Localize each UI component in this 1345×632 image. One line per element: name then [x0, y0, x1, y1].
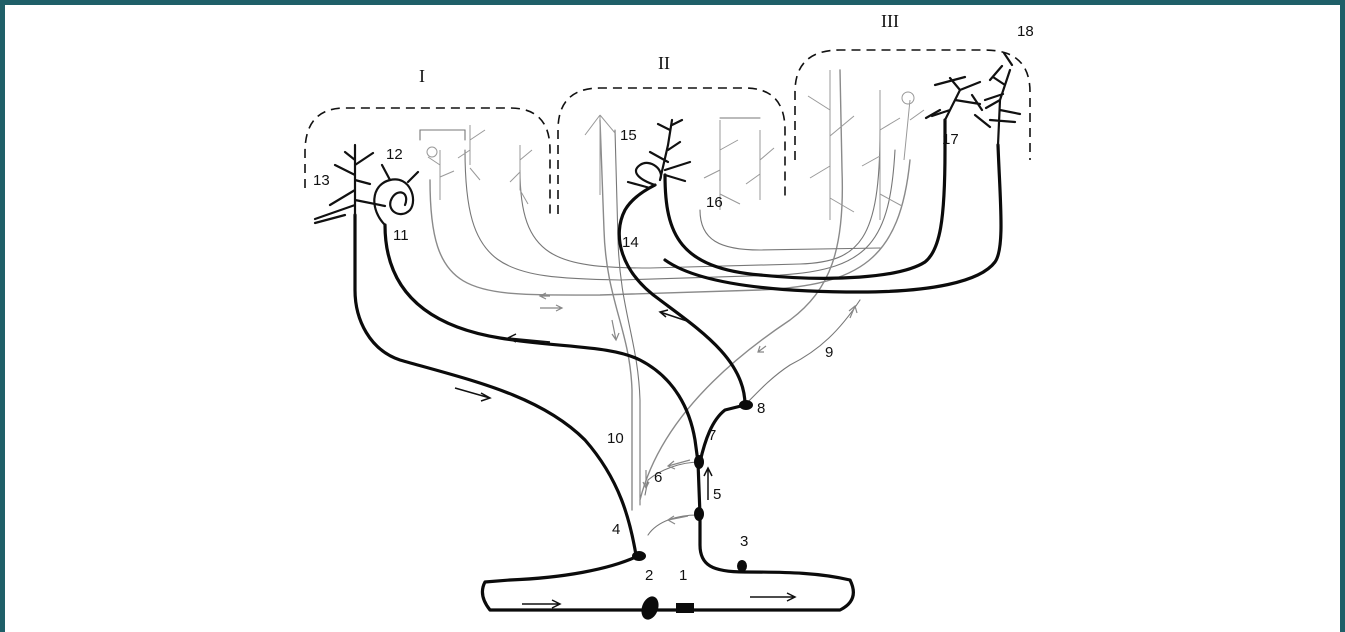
label-4: 4	[612, 521, 620, 538]
label-14: 14	[622, 234, 639, 251]
arrow-icon	[758, 346, 766, 352]
label-7: 7	[708, 427, 716, 444]
arrow-icon	[522, 600, 560, 608]
label-15: 15	[620, 127, 637, 144]
cell-body-3	[737, 560, 747, 572]
label-18: 18	[1017, 23, 1034, 40]
arrow-icon	[849, 306, 857, 318]
label-17: 17	[942, 131, 959, 148]
label-13: 13	[313, 172, 330, 189]
label-1: 1	[679, 567, 687, 584]
arrow-icon	[612, 320, 619, 340]
label-12: 12	[386, 146, 403, 163]
label-3: 3	[740, 533, 748, 550]
label-5: 5	[713, 486, 721, 503]
arrow-icon	[455, 388, 490, 401]
region-label-III: III	[881, 11, 899, 31]
cell-body-III-gray	[902, 92, 914, 104]
receptor-cell	[638, 594, 661, 622]
black-fiber-pathways	[355, 120, 1001, 610]
cell-body-7	[694, 455, 704, 469]
label-11: 11	[393, 227, 409, 244]
cell-body-8	[739, 400, 753, 410]
cell-body-5	[694, 507, 704, 521]
label-16: 16	[706, 194, 723, 211]
cell-bodies	[427, 92, 914, 622]
arrow-icon	[704, 468, 712, 500]
arrow-icon	[540, 305, 562, 311]
cell-body-2	[632, 551, 646, 561]
arrow-icon	[540, 293, 550, 299]
receptor-block	[676, 603, 694, 613]
region-label-I: I	[419, 66, 425, 86]
label-10: 10	[607, 430, 624, 447]
label-8: 8	[757, 400, 765, 417]
arrow-icon	[750, 593, 795, 601]
label-2: 2	[645, 567, 653, 584]
cell-body-12	[427, 147, 437, 157]
label-6: 6	[654, 469, 662, 486]
region-label-II: II	[658, 53, 670, 73]
region-outline-II	[558, 88, 785, 214]
label-9: 9	[825, 344, 833, 361]
